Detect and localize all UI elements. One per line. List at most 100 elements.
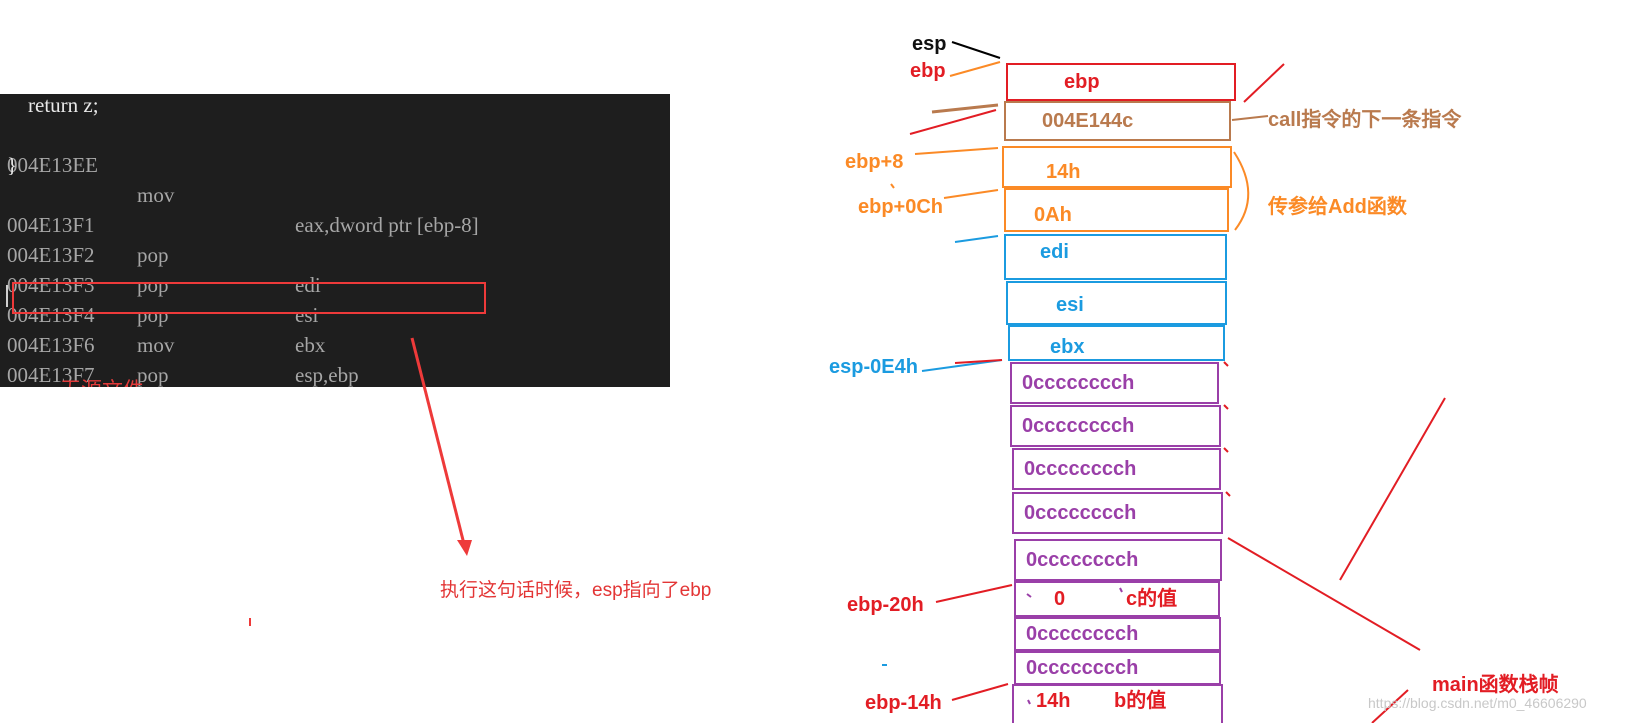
label-ebp: ebp bbox=[910, 60, 946, 82]
partial-source-text: 无源文件 bbox=[60, 374, 144, 387]
cell-label: ebx bbox=[1050, 335, 1085, 358]
source-line-return: return z; bbox=[7, 94, 99, 117]
stack-cell-cc-7: 0cccccccch bbox=[1014, 651, 1221, 685]
purple-tick bbox=[1026, 593, 1032, 598]
highlight-box bbox=[12, 282, 486, 314]
label-ebp-minus-14h: ebp-14h bbox=[865, 692, 942, 714]
stack-cell-cc-5: 0cccccccch bbox=[1014, 539, 1222, 581]
asm-operands: esi bbox=[295, 303, 319, 327]
blue-stroke bbox=[954, 235, 999, 243]
asm-row: 004E13F6 pop ebp bbox=[7, 300, 169, 387]
asm-opcode: mov bbox=[137, 333, 175, 357]
main-frame-line bbox=[1227, 537, 1421, 651]
red-arrow bbox=[410, 337, 467, 549]
asm-address: 004E13F6 bbox=[7, 333, 95, 357]
cell-label: 0cccccccch bbox=[1022, 415, 1135, 437]
cell-label: 004E144c bbox=[1042, 110, 1134, 132]
asm-row: 004E13F7 ret bbox=[7, 330, 95, 387]
asm-address: 004E13EE bbox=[7, 153, 98, 177]
main-frame-line bbox=[1339, 397, 1446, 581]
cell-label: esi bbox=[1056, 294, 1084, 317]
asm-row-highlighted: 004E13F4 mov esp,ebp bbox=[7, 270, 359, 387]
label-ebp-minus-20h: ebp-20h bbox=[847, 594, 924, 616]
stack-cell-return-address: 004E144c bbox=[1004, 101, 1231, 141]
stack-cell-b-value: 14h b的值 bbox=[1012, 684, 1223, 723]
red-stroke bbox=[909, 109, 997, 135]
stack-cell-cc-1: 0cccccccch bbox=[1010, 362, 1219, 404]
asm-opcode: mov bbox=[137, 183, 175, 207]
asm-opcode: pop bbox=[137, 273, 169, 297]
disassembly-panel: return z; 004E13EE mov eax,dword ptr [eb… bbox=[0, 94, 670, 387]
stack-cell-c-value: 0 c的值 bbox=[1014, 581, 1220, 617]
cell-label: edi bbox=[1040, 240, 1069, 263]
stack-cell-arg-1: 14h bbox=[1002, 146, 1232, 188]
red-tick bbox=[1223, 404, 1229, 410]
cell-note: c的值 bbox=[1126, 588, 1178, 610]
ebp-minus-14h-pointer bbox=[951, 683, 1009, 701]
ebp-pointer bbox=[949, 61, 1001, 77]
red-tick bbox=[1225, 491, 1231, 497]
cell-note: b的值 bbox=[1114, 689, 1167, 712]
stack-cell-cc-2: 0cccccccch bbox=[1010, 405, 1221, 447]
asm-address: 004E13F4 bbox=[7, 303, 95, 327]
watermark: https://blog.csdn.net/m0_46606290 bbox=[1368, 695, 1587, 711]
esp-pointer bbox=[951, 41, 1001, 59]
stack-cell-ebx: ebx bbox=[1008, 325, 1225, 361]
note-pass-args: 传参给Add函数 bbox=[1268, 196, 1407, 218]
stack-cell-cc-3: 0cccccccch bbox=[1012, 448, 1221, 490]
cell-value: 14h bbox=[1036, 689, 1071, 712]
stack-cell-cc-6: 0cccccccch bbox=[1014, 617, 1221, 651]
asm-operands: edi bbox=[295, 273, 321, 297]
ebp-plus-0ch-pointer bbox=[943, 189, 999, 199]
ebp-minus-20h-pointer bbox=[935, 584, 1013, 603]
cell-label: 0cccccccch bbox=[1024, 458, 1137, 480]
cell-label: 0cccccccch bbox=[1026, 549, 1139, 571]
annotation-text: 执行这句话时候，esp指向了ebp bbox=[440, 580, 712, 601]
purple-tick bbox=[1119, 587, 1123, 593]
main-frame-line bbox=[1371, 689, 1409, 723]
asm-operands: eax,dword ptr [ebp-8] bbox=[295, 213, 479, 237]
asm-operands: esp,ebp bbox=[295, 363, 359, 387]
asm-address: 004E13F3 bbox=[7, 273, 95, 297]
note-call-next: call指令的下一条指令 bbox=[1268, 109, 1462, 131]
stack-cell-edi: edi bbox=[1004, 234, 1227, 280]
asm-address: 004E13F7 bbox=[7, 363, 95, 387]
asm-row: 004E13F3 pop ebx bbox=[7, 240, 325, 357]
source-line-brace: } bbox=[7, 153, 18, 177]
text-cursor bbox=[6, 285, 8, 307]
purple-tick bbox=[1027, 699, 1031, 705]
note-main-frame: main函数栈帧 bbox=[1432, 674, 1559, 696]
label-ebp-plus-8: ebp+8 bbox=[845, 151, 904, 173]
stack-cell-arg-2: 0Ah bbox=[1004, 188, 1229, 232]
stack-cell-cc-4: 0cccccccch bbox=[1012, 492, 1223, 534]
asm-address: 004E13F2 bbox=[7, 243, 95, 267]
cell-label: 0cccccccch bbox=[1024, 502, 1137, 524]
orange-tick bbox=[890, 183, 895, 189]
label-esp-minus-0e4h: esp-0E4h bbox=[829, 356, 918, 378]
red-stroke bbox=[954, 359, 1003, 364]
red-tick bbox=[1223, 447, 1229, 453]
asm-opcode: pop bbox=[137, 243, 169, 267]
asm-opcode: pop bbox=[137, 363, 169, 387]
cell-label: ebp bbox=[1064, 71, 1100, 93]
stack-cell-ebp: ebp bbox=[1006, 63, 1236, 101]
red-arrow-head bbox=[457, 540, 472, 556]
cell-value: 0 bbox=[1054, 588, 1066, 610]
asm-operands: ebx bbox=[295, 333, 326, 357]
cell-label: 0cccccccch bbox=[1026, 623, 1139, 645]
stack-cell-esi: esi bbox=[1006, 281, 1227, 325]
ebp-plus-8-pointer bbox=[914, 147, 999, 155]
cell-label: 14h bbox=[1046, 160, 1081, 183]
cell-label: 0Ah bbox=[1034, 203, 1072, 226]
brown-stroke bbox=[931, 103, 999, 114]
asm-opcode: pop bbox=[137, 303, 169, 327]
red-stroke bbox=[1243, 63, 1285, 103]
args-brace bbox=[1233, 151, 1250, 231]
asm-row: 004E13F1 pop edi bbox=[7, 180, 321, 297]
cell-label: 0cccccccch bbox=[1026, 657, 1139, 679]
asm-row: 004E13EE mov eax,dword ptr [ebp-8] bbox=[7, 120, 479, 237]
label-ebp-plus-0ch: ebp+0Ch bbox=[858, 196, 944, 218]
label-esp: esp bbox=[912, 33, 947, 55]
red-tick bbox=[1223, 361, 1229, 367]
